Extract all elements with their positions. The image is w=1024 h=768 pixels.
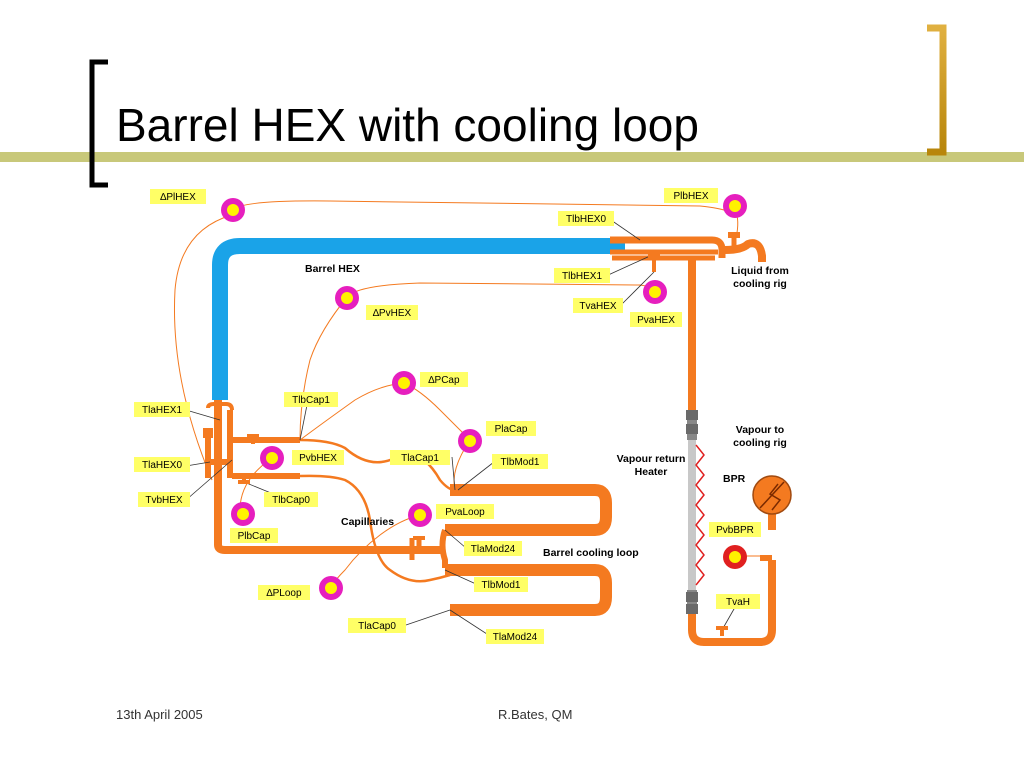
tag-tlacap1: TlaCap1	[390, 450, 450, 465]
tag-tvbhex: TvbHEX	[138, 492, 190, 507]
footer-date: 13th April 2005	[116, 707, 203, 722]
svg-text:TlaHEX1: TlaHEX1	[142, 405, 182, 416]
label-barrel-cooling-loop: Barrel cooling loop	[543, 547, 639, 559]
svg-text:PvbHEX: PvbHEX	[299, 453, 337, 464]
sensor-dpvhex	[335, 286, 359, 310]
svg-text:TlaCap0: TlaCap0	[358, 621, 396, 632]
svg-text:∆PLoop: ∆PLoop	[266, 588, 301, 599]
tag-tlbhex0: TlbHEX0	[558, 211, 614, 226]
svg-text:TvaH: TvaH	[726, 597, 750, 608]
tag-tlamod24-top: TlaMod24	[464, 541, 522, 556]
svg-text:TlbCap0: TlbCap0	[272, 495, 310, 506]
tag-dplhex: ∆PlHEX	[150, 189, 206, 204]
footer-author: R.Bates, QM	[498, 707, 573, 722]
sensor-dplhex	[221, 198, 245, 222]
svg-text:TvbHEX: TvbHEX	[145, 495, 183, 506]
tag-placap: PlaCap	[486, 421, 536, 436]
section-labels: Barrel HEX Liquid from cooling rig Vapou…	[305, 263, 789, 559]
svg-text:TlbHEX1: TlbHEX1	[562, 271, 602, 282]
svg-text:TvaHEX: TvaHEX	[579, 301, 617, 312]
sensor-pvahex	[643, 280, 667, 304]
svg-text:TlaHEX0: TlaHEX0	[142, 460, 182, 471]
left-bracket	[89, 59, 108, 188]
sensor-labels: ∆PlHEX PlbHEX TlbHEX0 TlbHEX1 TvaHEX Pva…	[134, 188, 761, 644]
sensor-dploop	[319, 576, 343, 600]
label-vapour-to-1: Vapour to	[736, 424, 784, 436]
tag-dpvhex: ∆PvHEX	[366, 305, 418, 320]
label-capillaries: Capillaries	[341, 516, 394, 528]
label-liquid-from-2: cooling rig	[733, 278, 787, 290]
svg-text:PlbHEX: PlbHEX	[673, 191, 708, 202]
sensor-pvbbpr	[723, 545, 747, 569]
title-bar	[0, 152, 1024, 162]
label-barrel-hex: Barrel HEX	[305, 263, 360, 275]
svg-text:TlbMod1: TlbMod1	[501, 457, 540, 468]
tag-plbhex: PlbHEX	[664, 188, 718, 203]
tag-tlbcap0: TlbCap0	[264, 492, 318, 507]
tag-pvahex: PvaHEX	[630, 312, 682, 327]
tag-pvbhex: PvbHEX	[292, 450, 344, 465]
tag-tlbcap1: TlbCap1	[284, 392, 338, 407]
sensor-plbhex	[723, 194, 747, 218]
sensors	[221, 194, 747, 600]
tag-dpcap: ∆PCap	[420, 372, 468, 387]
tag-dploop: ∆PLoop	[258, 585, 310, 600]
tag-tlahex1: TlaHEX1	[134, 402, 190, 417]
valve-markers	[238, 232, 740, 630]
svg-text:∆PvHEX: ∆PvHEX	[373, 308, 412, 319]
label-vapour-return-1: Vapour return	[617, 453, 686, 465]
tag-tlacap0: TlaCap0	[348, 618, 406, 633]
svg-text:TlbHEX0: TlbHEX0	[566, 214, 606, 225]
sensor-pvaloop	[408, 503, 432, 527]
tag-tlbmod1-bottom: TlbMod1	[474, 577, 528, 592]
tag-pvaloop: PvaLoop	[436, 504, 494, 519]
svg-text:∆PlHEX: ∆PlHEX	[160, 192, 196, 203]
right-bracket	[927, 24, 947, 156]
sensor-dpcap	[392, 371, 416, 395]
tag-tvah: TvaH	[716, 594, 760, 609]
label-vapour-return-2: Heater	[635, 466, 668, 478]
tag-tlbmod1-top: TlbMod1	[492, 454, 548, 469]
tag-tlahex0: TlaHEX0	[134, 457, 190, 472]
sensor-plbcap	[231, 502, 255, 526]
tag-tvahex: TvaHEX	[573, 298, 623, 313]
sensor-pvbhex	[260, 446, 284, 470]
label-vapour-to-2: cooling rig	[733, 437, 787, 449]
svg-text:∆PCap: ∆PCap	[428, 375, 460, 386]
svg-text:TlbCap1: TlbCap1	[292, 395, 330, 406]
svg-text:TlaCap1: TlaCap1	[401, 453, 439, 464]
svg-text:TlbMod1: TlbMod1	[482, 580, 521, 591]
tag-tlamod24-bottom: TlaMod24	[486, 629, 544, 644]
slide-title: Barrel HEX with cooling loop	[116, 99, 699, 151]
svg-text:PlaCap: PlaCap	[495, 424, 528, 435]
tag-tlbhex1: TlbHEX1	[554, 268, 610, 283]
svg-text:PlbCap: PlbCap	[238, 531, 271, 542]
tag-plbcap: PlbCap	[230, 528, 278, 543]
fittings	[203, 410, 698, 614]
svg-text:PvaHEX: PvaHEX	[637, 315, 675, 326]
tag-pvbbpr: PvbBPR	[709, 522, 761, 537]
svg-text:TlaMod24: TlaMod24	[471, 544, 516, 555]
svg-text:PvaLoop: PvaLoop	[445, 507, 485, 518]
label-bpr: BPR	[723, 473, 746, 485]
svg-text:PvbBPR: PvbBPR	[716, 525, 754, 536]
sensor-placap	[458, 429, 482, 453]
barrel-hex-blue-pipe	[212, 238, 625, 400]
bpr-device	[752, 475, 792, 515]
svg-text:TlaMod24: TlaMod24	[493, 632, 538, 643]
label-liquid-from-1: Liquid from	[731, 265, 789, 277]
